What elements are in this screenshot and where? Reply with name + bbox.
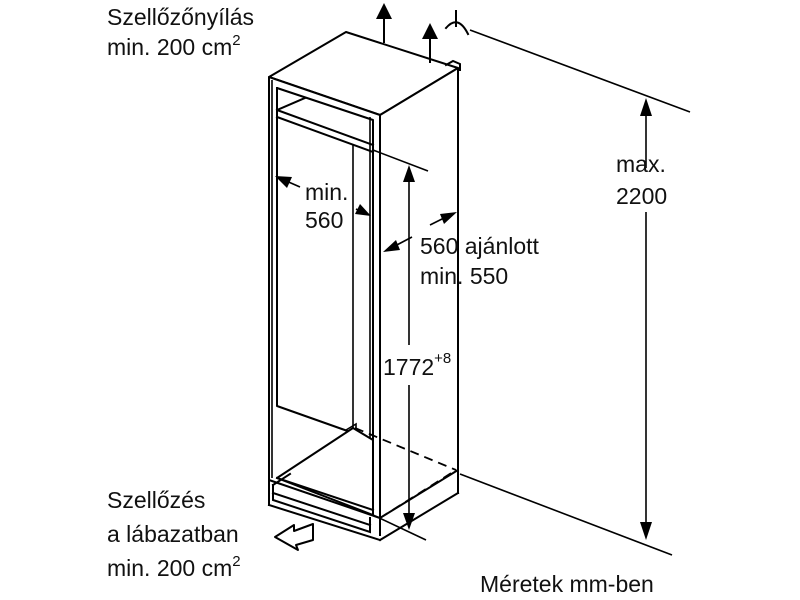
cabinet-floor: [276, 427, 374, 516]
top-shelf-back: [275, 96, 307, 112]
units-note: Méretek mm-ben: [480, 571, 654, 597]
arrow-right-icon: [355, 204, 371, 216]
max-height-label-line1: max.: [616, 151, 666, 177]
arrow-up-icon: [403, 165, 415, 182]
plinth-vent-label-line2: a lábazatban: [107, 521, 239, 547]
niche-height-label: 1772+8: [383, 350, 451, 380]
cabinet-top-step: [444, 59, 461, 71]
cabinet-niche: [267, 31, 461, 542]
plinth-diagonal: [271, 472, 292, 487]
plinth-inner-line: [271, 491, 372, 527]
niche-height-dimension: [403, 165, 459, 530]
floor-front-edge: [275, 476, 375, 512]
cabinet-right-face: [379, 67, 459, 519]
plinth-vent-label-line1: Szellőzés: [107, 487, 205, 513]
niche-width-dimension: [275, 176, 371, 216]
arrow-left-icon: [275, 176, 292, 188]
arrow-hollow-icon: [274, 523, 314, 551]
dimension-break-icon: [444, 10, 470, 36]
arrow-down-icon: [640, 522, 652, 540]
niche-width-label-line2: 560: [305, 207, 343, 233]
niche-height-top-extension: [372, 149, 429, 172]
niche-depth-dimension: [383, 212, 457, 252]
plinth-vent-label-line3: min. 200 cm2: [107, 553, 241, 581]
arrow-right-icon: [440, 212, 457, 224]
max-height-top-extension: [469, 29, 691, 113]
arrow-down-icon: [403, 513, 415, 530]
top-vent-label-line1: Szellőzőnyílás: [107, 4, 254, 30]
niche-width-label-line1: min.: [305, 179, 348, 205]
arrow-up-icon: [422, 23, 438, 39]
top-vent-label-line2: min. 200 cm2: [107, 32, 241, 60]
arrow-left-icon: [383, 240, 400, 252]
max-height-label-line2: 2200: [616, 183, 667, 209]
hidden-floor-line: [354, 427, 457, 471]
plinth-bottom: [267, 503, 382, 542]
niche-depth-label-line2: min. 550: [420, 263, 508, 289]
niche-height-bottom-extension: [372, 514, 427, 541]
top-shelf-front: [275, 115, 375, 154]
max-height-bottom-extension: [459, 473, 673, 556]
plinth-right-bottom: [378, 491, 460, 542]
labels: Szellőzőnyílás min. 200 cm2 min. 560 560…: [107, 4, 667, 597]
max-height-dimension: [640, 98, 652, 540]
niche-depth-label-line1: 560 ajánlott: [420, 233, 540, 259]
top-vent-arrows: [376, 3, 470, 63]
arrow-up-icon: [376, 3, 392, 19]
arrow-up-icon: [640, 98, 652, 116]
